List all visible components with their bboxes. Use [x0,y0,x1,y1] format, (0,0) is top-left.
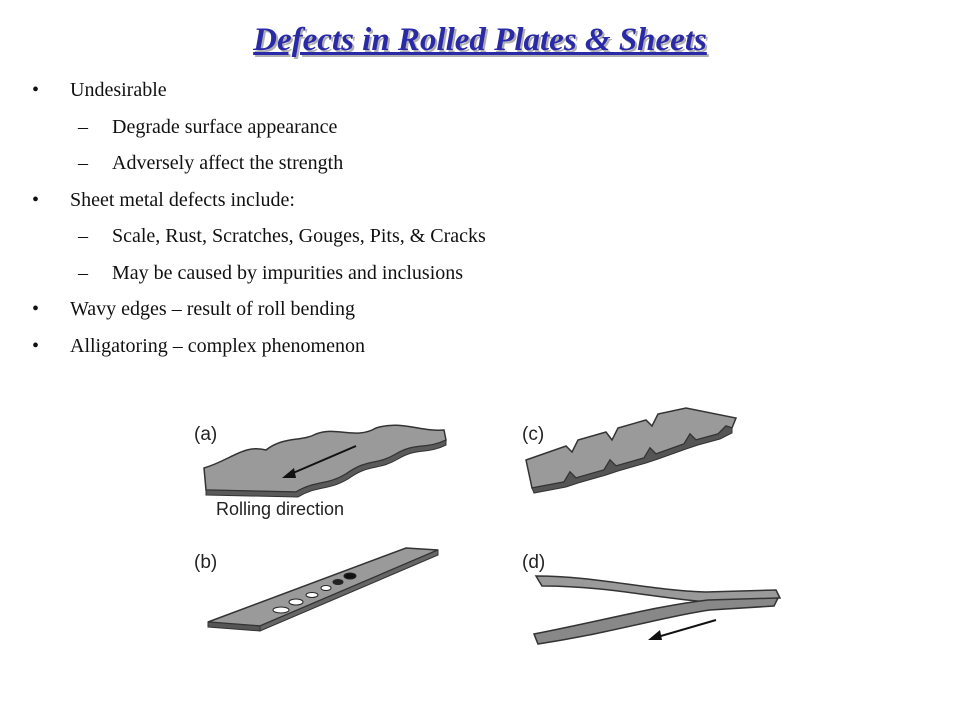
bullet-item: • Alligatoring – complex phenomenon [32,334,912,371]
panel-d-alligatoring: (d) [522,552,782,645]
bullet-marker: • [32,188,40,211]
bullet-item: • Sheet metal defects include: [32,188,912,225]
panel-d-label: (d) [522,552,545,573]
dash-marker: – [78,225,88,247]
crack-hole [320,585,332,591]
dash-marker: – [78,115,88,138]
sub-bullet-text: Degrade surface appearance [112,115,338,138]
wavy-sheet-front-edge [205,439,447,498]
sub-bullet-item: – Degrade surface appearance [32,115,912,152]
rolling-direction-caption: Rolling direction [216,499,344,519]
crack-hole [343,572,357,580]
crack-hole [288,598,304,606]
panel-c-label: (c) [522,424,544,445]
sub-bullet-item: – May be caused by impurities and inclus… [32,261,912,298]
bullet-text: Alligatoring – complex phenomenon [70,334,365,357]
bullet-list: • Undesirable – Degrade surface appearan… [32,78,912,370]
sub-bullet-item: – Adversely affect the strength [32,151,912,188]
dash-marker: – [78,261,88,284]
sub-bullet-text: Scale, Rust, Scratches, Gouges, Pits, & … [112,225,486,247]
slide-title: Defects in Rolled Plates & Sheets [253,22,707,58]
panel-a-wavy-edges: (a) Rolling direction [194,424,447,519]
panel-b-center-cracks: (b) [194,547,439,632]
sub-bullet-text: Adversely affect the strength [112,152,344,174]
rolling-arrow-head [282,468,296,478]
alligator-arrow-head [648,630,662,640]
panel-b-label: (b) [194,552,217,573]
sub-bullet-text: May be caused by impurities and inclusio… [112,261,464,284]
bullet-item: • Undesirable [32,78,912,115]
rolling-arrow-shaft [285,445,357,477]
bullet-text: Undesirable [70,79,167,101]
bullet-item: • Wavy edges – result of roll bending [32,297,912,334]
bullet-marker: • [32,298,40,320]
dash-marker: – [78,152,88,174]
plate-side-edge [259,549,439,632]
bullet-marker: • [32,79,40,101]
alligator-arrow-shaft [653,619,717,639]
crack-hole [305,592,319,598]
panel-a-label: (a) [194,424,217,445]
defects-illustration: (a) Rolling direction (c) (b) [194,407,782,645]
panel-c-edge-cracks: (c) [522,407,738,494]
crack-hole [332,579,344,585]
crack-hole [272,606,290,614]
upper-split-layer [534,575,782,603]
sub-bullet-item: – Scale, Rust, Scratches, Gouges, Pits, … [32,224,912,261]
defects-figure: (a) Rolling direction (c) (b) [186,400,786,660]
lower-split-layer [532,597,780,645]
bullet-marker: • [32,334,40,357]
cracked-sheet-front-edge [531,425,733,494]
bullet-text: Sheet metal defects include: [70,188,295,211]
cracked-sheet-shape [525,407,738,489]
bullet-text: Wavy edges – result of roll bending [70,298,355,320]
